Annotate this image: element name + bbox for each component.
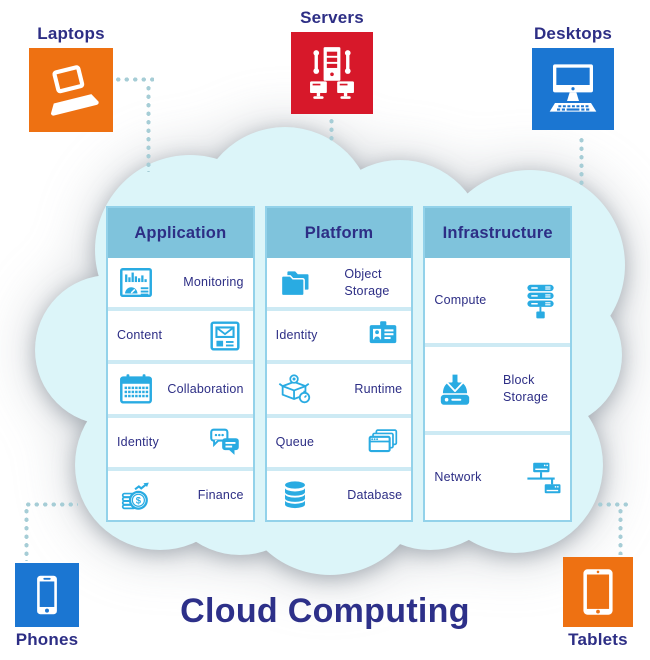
- row-label: Compute: [434, 292, 487, 307]
- diagram-title: Cloud Computing: [180, 592, 470, 630]
- tablets-connector-line: [596, 502, 628, 507]
- phone-icon: [22, 570, 72, 620]
- desktops-connector-line: [579, 136, 584, 188]
- network-icon: [519, 457, 561, 499]
- device-phones: Phones: [4, 563, 90, 650]
- laptops-connector-line: [146, 84, 151, 172]
- table-row-database: Database: [266, 470, 412, 521]
- row-label: Collaboration: [167, 381, 244, 396]
- table-row-object-storage: Object Storage: [266, 258, 412, 308]
- device-laptops: Laptops: [27, 24, 115, 132]
- block-storage-icon: [434, 368, 476, 410]
- desktop-icon: [541, 57, 605, 121]
- phones-label: Phones: [15, 630, 79, 649]
- row-label: Monitoring: [183, 275, 244, 290]
- compute-servers-icon: [519, 279, 561, 321]
- id-card-icon: [364, 317, 402, 355]
- platform-panel-header: Platform: [266, 208, 412, 258]
- row-label: Content: [117, 328, 163, 343]
- tablet-icon: [570, 564, 626, 620]
- phones-connector-line: [24, 507, 29, 561]
- database-icon: [276, 476, 314, 514]
- calendar-collaboration-icon: [117, 370, 155, 408]
- row-label: Identity: [117, 434, 159, 449]
- table-row-network: Network: [425, 435, 571, 521]
- desktops-box: [532, 48, 614, 130]
- application-panel: Application: [106, 206, 255, 522]
- laptops-box: [29, 48, 113, 132]
- row-label: Block Storage: [503, 373, 549, 404]
- table-row-block-storage: Block Storage: [425, 346, 571, 432]
- finance-coins-icon: $: [117, 476, 155, 514]
- tablets-connector-line: [618, 507, 623, 555]
- row-label: Identity: [275, 328, 318, 343]
- table-row-monitoring: Monitoring: [108, 258, 253, 308]
- folders-object-storage-icon: [276, 264, 314, 302]
- desktops-label: Desktops: [533, 24, 613, 43]
- servers-box: [291, 32, 373, 114]
- servers-label: Servers: [300, 8, 364, 27]
- chat-identity-icon: [206, 423, 244, 461]
- tablets-box: [563, 557, 633, 627]
- platform-panel: Platform Object Storage Identity: [264, 206, 414, 522]
- infrastructure-panel-header: Infrastructure: [425, 208, 571, 258]
- service-tables: Application: [106, 206, 573, 522]
- application-panel-header: Application: [108, 208, 253, 258]
- svg-text:$: $: [136, 496, 142, 507]
- monitoring-icon: [117, 264, 155, 302]
- queue-windows-icon: [364, 423, 402, 461]
- row-label: Network: [434, 470, 482, 485]
- phones-connector-line: [24, 502, 78, 507]
- laptops-connector-line: [114, 77, 154, 82]
- row-label: Queue: [275, 434, 315, 449]
- table-row-runtime: Runtime: [266, 364, 412, 414]
- table-row-queue: Queue: [266, 417, 412, 467]
- table-row-identity: Identity: [266, 311, 412, 361]
- servers-connector-line: [329, 117, 334, 143]
- phones-box: [15, 563, 79, 627]
- table-row-content: Content: [108, 311, 253, 361]
- news-content-icon: [206, 317, 244, 355]
- table-row-finance: $ Finance: [108, 470, 253, 521]
- laptops-label: Laptops: [37, 24, 105, 43]
- server-icon: [301, 42, 363, 104]
- infrastructure-panel: Infrastructure Compute: [423, 206, 573, 522]
- row-label: Runtime: [354, 381, 403, 396]
- device-tablets: Tablets: [556, 557, 640, 650]
- table-row-collaboration: Collaboration: [108, 364, 253, 414]
- row-label: Finance: [197, 487, 244, 502]
- device-servers: Servers: [290, 8, 374, 114]
- device-desktops: Desktops: [531, 24, 615, 130]
- table-row-identity: Identity: [108, 417, 253, 467]
- runtime-box-icon: [276, 370, 314, 408]
- table-row-compute: Compute: [425, 258, 571, 343]
- tablets-label: Tablets: [568, 630, 628, 649]
- row-label: Database: [347, 487, 403, 502]
- row-label: Object Storage: [344, 266, 390, 298]
- laptop-icon: [40, 59, 102, 121]
